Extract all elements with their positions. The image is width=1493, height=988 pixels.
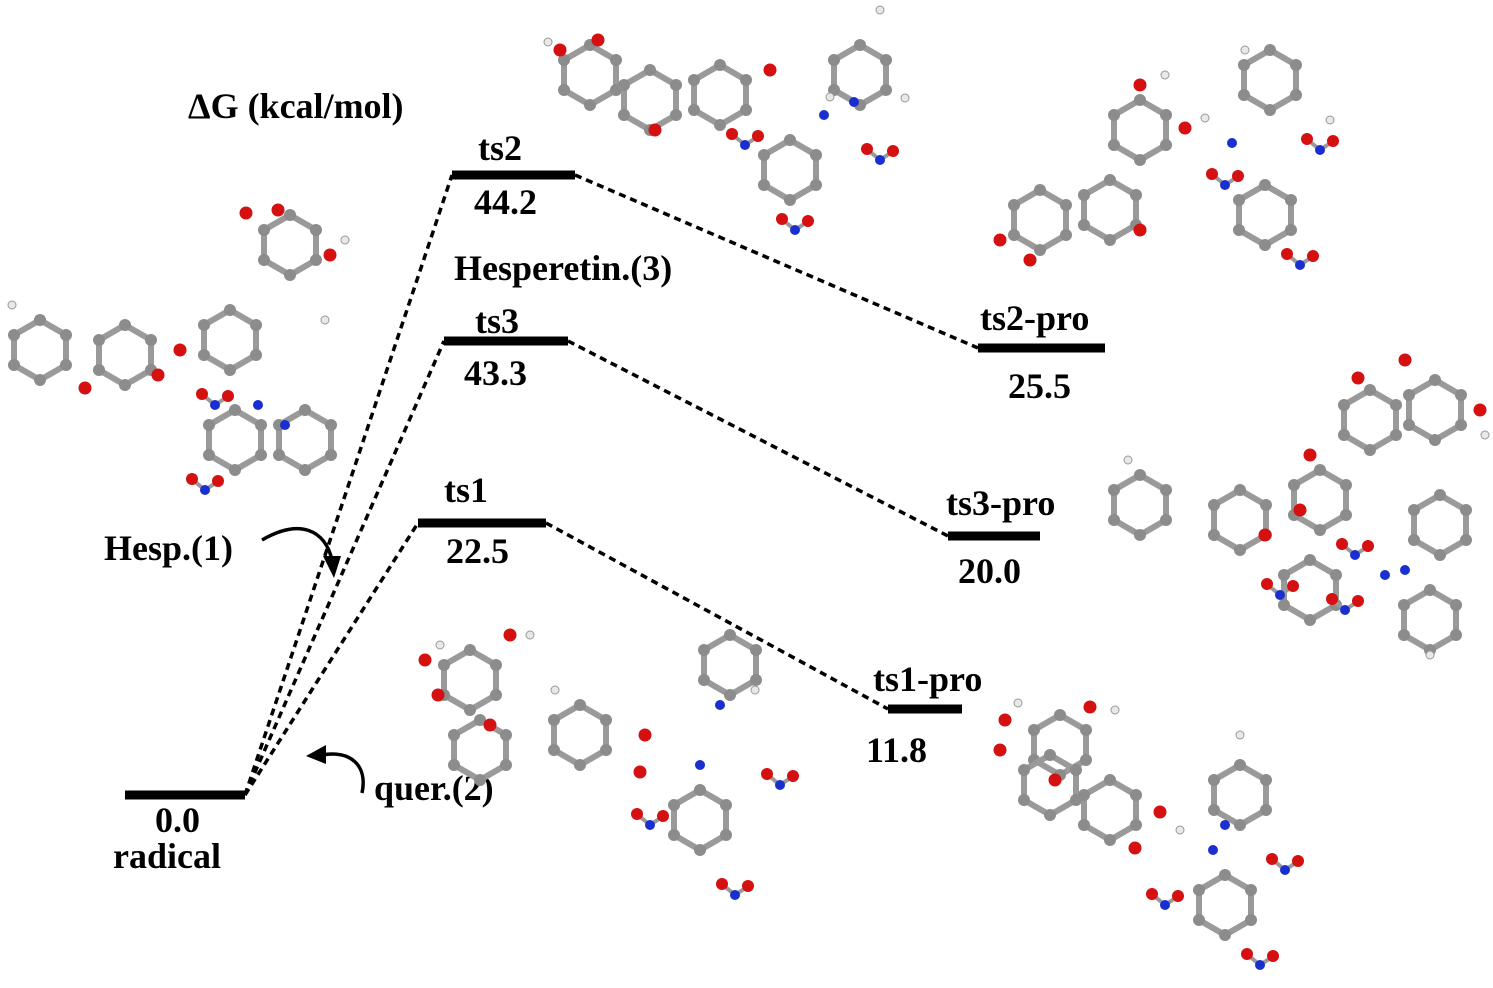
ts3-name-label: ts3 [475, 301, 519, 341]
ts2-name-label: ts2 [478, 128, 522, 168]
delta-g-axis-title: ΔG (kcal/mol) [188, 86, 404, 126]
ts2-pro-energy-label: 25.5 [1008, 366, 1071, 406]
molecule-quer-picture [418, 629, 801, 902]
quer-label: quer.(2) [374, 768, 494, 808]
ts1-pro-energy-label: 11.8 [866, 730, 927, 770]
ts3-pro-energy-label: 20.0 [958, 551, 1021, 591]
molecule-ts2-picture [543, 5, 910, 237]
molecule-ts2-pro-picture [993, 44, 1341, 272]
radical-energy-label: 0.0 [155, 800, 200, 840]
connector-ts1-product [545, 521, 889, 711]
connector-radical-ts3 [243, 340, 446, 796]
molecule-ts3-pro-picture [1108, 353, 1490, 660]
ts1-energy-label: 22.5 [446, 531, 509, 571]
hesp-arrow-icon [261, 526, 341, 578]
ts1-name-label: ts1 [444, 470, 488, 510]
ts2-energy-label: 44.2 [474, 182, 537, 222]
ts1-pro-name-label: ts1-pro [873, 659, 982, 699]
connector-ts2-product [574, 173, 979, 350]
molecule-hesp-picture [8, 203, 350, 497]
connector-radical-ts1 [243, 522, 420, 796]
molecule-ts1-pro-picture [993, 698, 1306, 972]
connector-ts3-product [567, 339, 949, 538]
energy-levels [125, 170, 1105, 800]
quer-arrow-icon [306, 745, 365, 794]
connector-radical-ts2 [243, 174, 454, 796]
reaction-path-connectors [243, 173, 979, 796]
hesp-label: Hesp.(1) [104, 528, 233, 568]
ts3-energy-label: 43.3 [464, 353, 527, 393]
hesperetin-label: Hesperetin.(3) [454, 248, 672, 288]
radical-name-label: radical [113, 836, 221, 876]
ts2-pro-name-label: ts2-pro [980, 298, 1089, 338]
ts3-pro-name-label: ts3-pro [946, 483, 1055, 523]
